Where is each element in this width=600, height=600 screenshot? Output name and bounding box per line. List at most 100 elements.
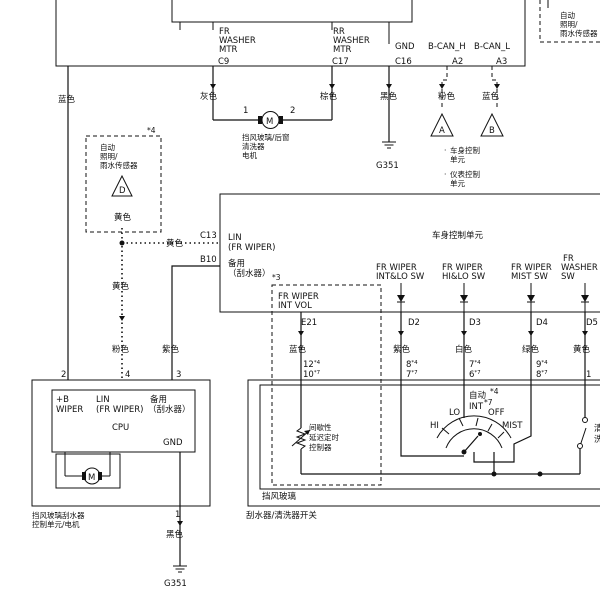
wire-pink-top-label: 粉色: [438, 91, 456, 102]
int-vol-2: INT VOL: [278, 301, 312, 311]
rr-washer-label-1: RR: [333, 27, 345, 37]
wire-black-bottom-label: 黑色: [166, 529, 184, 540]
connector-b: [480, 112, 504, 137]
svg-text:8*4: 8*4: [406, 360, 418, 370]
top-sensor-line-1: 自动: [560, 10, 575, 20]
intermittent-2: 延迟定时: [309, 432, 339, 442]
pin-b10: B10: [200, 255, 217, 265]
wire-purple-d2-label: 紫色: [393, 344, 411, 355]
wire-white-d3-label: 白色: [455, 344, 473, 355]
wire-black-top-label: 黑色: [380, 91, 398, 102]
bcu-title: 车身控制单元: [432, 230, 484, 241]
cpu-label: CPU: [112, 423, 129, 433]
int-note: *7: [484, 398, 493, 407]
washer-pin-1: 1: [243, 106, 248, 116]
can-note-1: 车身控制: [450, 145, 480, 155]
can-lines: 粉色 蓝色 A B 车身控制 单元 仪表控制 单元 · ·: [430, 66, 504, 188]
lin-wiring: 黄色 黄色 粉色: [112, 228, 220, 380]
washer-switch-label-2: 洗: [594, 434, 600, 445]
wiper-motor-icon: [83, 467, 101, 485]
sw-d5-2: WASHER: [561, 263, 598, 273]
wire-blue-top-label: 蓝色: [482, 91, 500, 102]
svg-text:6*7: 6*7: [469, 370, 481, 380]
top-control-unit: FR WASHER MTR RR WASHER MTR GND B-CAN_H …: [55, 0, 526, 67]
washer-pin-2: 2: [290, 106, 295, 116]
bcan-h-label: B-CAN_H: [428, 42, 466, 52]
sw-d3-1: FR WIPER: [442, 263, 483, 273]
sw-d3-2: HI&LO SW: [442, 272, 486, 282]
off-label: OFF: [488, 408, 505, 418]
gnd-label: GND: [395, 42, 415, 52]
bcan-l-label: B-CAN_L: [474, 42, 510, 52]
switch-panel: 间歇性 延迟定时 控制器 自动 *4 INT *7 LO OFF HI MIST: [246, 379, 600, 521]
cpu-pin-3: 3: [176, 370, 181, 380]
pin-d2: D2: [408, 318, 420, 328]
pin-10-note: *7: [314, 370, 321, 376]
auto-note: *4: [490, 387, 499, 396]
wiper-control-unit: 2 4 3 +B WIPER LIN (FR WIPER) 备用 （刮水器） C…: [31, 370, 211, 589]
wire-purple-v-label: 紫色: [162, 344, 180, 355]
pin-9-note: *4: [541, 360, 548, 366]
sensor-line-2: 照明/: [100, 152, 118, 161]
cpu-spare-1: 备用: [150, 394, 167, 405]
pin-7b: 7: [469, 360, 474, 370]
svg-text:12*4: 12*4: [303, 360, 321, 370]
wiper-motor-letter: M: [88, 473, 95, 483]
cpu-spare-2: （刮水器）: [148, 404, 191, 415]
pin-a2: A2: [452, 57, 463, 67]
pin-c16: C16: [395, 57, 412, 67]
fr-washer-label-3: MTR: [219, 45, 238, 55]
cpu-lin-2: (FR WIPER): [96, 405, 143, 415]
pin-e21: E21: [301, 318, 317, 328]
washer-motor-label-3: 电机: [242, 150, 257, 160]
switch-pin-numbers: 12*4 10*7 8*4 7*7 7*4 6*7 9*4 8*7 1: [303, 360, 591, 380]
washer-motor-circuit: 灰色 棕色 1 2 M 挡风玻璃/后窗 清洗器 电机: [200, 66, 338, 160]
pin-1-switch: 1: [586, 370, 591, 380]
top-sensor-line-3: 雨水传感器: [560, 28, 598, 38]
svg-text:·: ·: [444, 146, 446, 155]
svg-text:8*7: 8*7: [536, 370, 548, 380]
pin-d3: D3: [469, 318, 481, 328]
svg-text:7*4: 7*4: [469, 360, 481, 370]
wire-yellow-sensor-label: 黄色: [114, 212, 132, 223]
intermittent-1: 间歇性: [309, 422, 332, 432]
fr-washer-label-2: WASHER: [219, 36, 256, 46]
sw-d2-1: FR WIPER: [376, 263, 417, 273]
pin-7a: 7: [406, 370, 411, 380]
can-note-3: 仪表控制: [450, 169, 480, 179]
pin-7a-note: *7: [411, 370, 418, 376]
pin-a3: A3: [496, 57, 507, 67]
pin-9: 9: [536, 360, 541, 370]
svg-text:·: ·: [444, 170, 446, 179]
sw-d4-2: MIST SW: [511, 272, 549, 282]
sw-d5-1: FR: [563, 254, 574, 264]
cpu-unit-label-2: 控制单元/电机: [32, 519, 80, 529]
cpu-bplus-1: +B: [56, 395, 69, 405]
bcu-spare-1: 备用: [228, 258, 245, 269]
washer-motor-letter: M: [266, 117, 273, 127]
int-vol-1: FR WIPER: [278, 292, 319, 302]
rotary-arm: [463, 435, 479, 453]
pin-8a: 8: [406, 360, 411, 370]
connector-a: [430, 112, 454, 137]
pin-10: 10: [303, 370, 314, 380]
washer-motor-label-1: 挡风玻璃/后窗: [242, 132, 290, 142]
rr-washer-label-3: MTR: [333, 45, 352, 55]
sensor-line-1: 自动: [100, 142, 115, 152]
wire-gray-label: 灰色: [200, 91, 218, 102]
connector-b-label: B: [489, 126, 495, 136]
can-note-2: 单元: [450, 154, 465, 164]
cpu-lin-1: LIN: [96, 395, 110, 405]
rotary-arc: [436, 415, 512, 439]
spare-wire: 紫色: [162, 265, 220, 380]
top-right-sensor: 自动 照明/ 雨水传感器: [539, 0, 600, 43]
pin-12-note: *4: [314, 360, 321, 366]
connector-a-label: A: [439, 126, 445, 136]
pin-c13: C13: [200, 231, 217, 241]
note-3: *3: [272, 273, 281, 282]
svg-text:10*7: 10*7: [303, 370, 321, 380]
wire-pink-v-label: 粉色: [112, 344, 130, 355]
sw-d4-1: FR WIPER: [511, 263, 552, 273]
bcu-lin-2: (FR WIPER): [228, 243, 275, 253]
